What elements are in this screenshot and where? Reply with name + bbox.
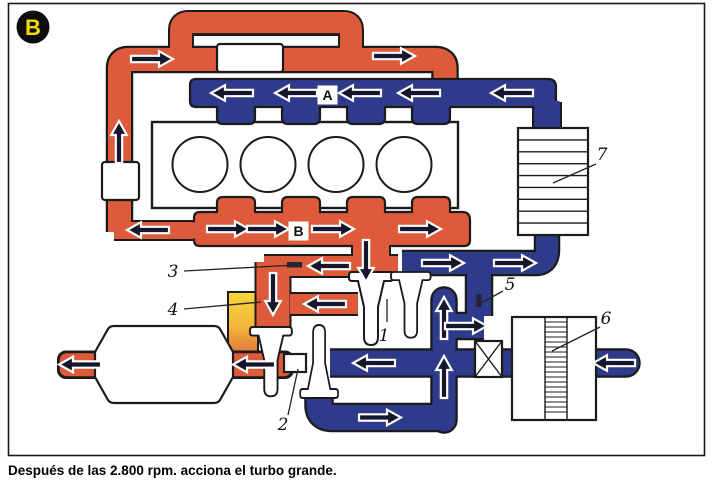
callout-3-valve: 3 [168, 262, 179, 282]
cylinder [307, 136, 365, 193]
cylinder [171, 136, 229, 193]
component-box-left [100, 160, 141, 202]
muffler [93, 324, 235, 405]
label-box-b [288, 221, 309, 241]
callout-5-valve: 5 [505, 275, 516, 295]
exhaust-manifold-label: B [293, 223, 303, 239]
callout-2-small-turbo: 2 [277, 415, 289, 435]
intake-manifold-label: A [322, 87, 332, 103]
callout-numbers: 1 2 3 4 5 6 7 [167, 145, 612, 435]
exhaust-manifold [192, 195, 472, 248]
badge-circle [16, 10, 50, 44]
badge-label: B [25, 15, 41, 40]
turbos [249, 271, 432, 399]
callout-leaders [183, 163, 601, 416]
bypass-valve-yellow [227, 291, 259, 354]
callout-1-big-turbo: 1 [379, 326, 390, 346]
label-box-a [317, 85, 338, 105]
caption: Después de las 2.800 rpm. acciona el tur… [8, 463, 337, 478]
callout-4-bypass-valve: 4 [167, 300, 179, 320]
engine-block [150, 120, 460, 210]
small-turbo-shaft [282, 352, 308, 374]
air-filter [510, 315, 598, 422]
callout-7-intercooler: 7 [597, 145, 608, 165]
intercooler [516, 126, 590, 237]
manifold-labels: A B [288, 85, 338, 241]
callout-6-air-filter: 6 [601, 309, 612, 329]
badge-b: B [16, 10, 50, 44]
valve-5-flap [476, 294, 482, 307]
cylinder [375, 136, 433, 193]
cylinder [239, 136, 297, 193]
shutoff-valve-x [473, 339, 504, 379]
component-box-top [215, 42, 285, 74]
